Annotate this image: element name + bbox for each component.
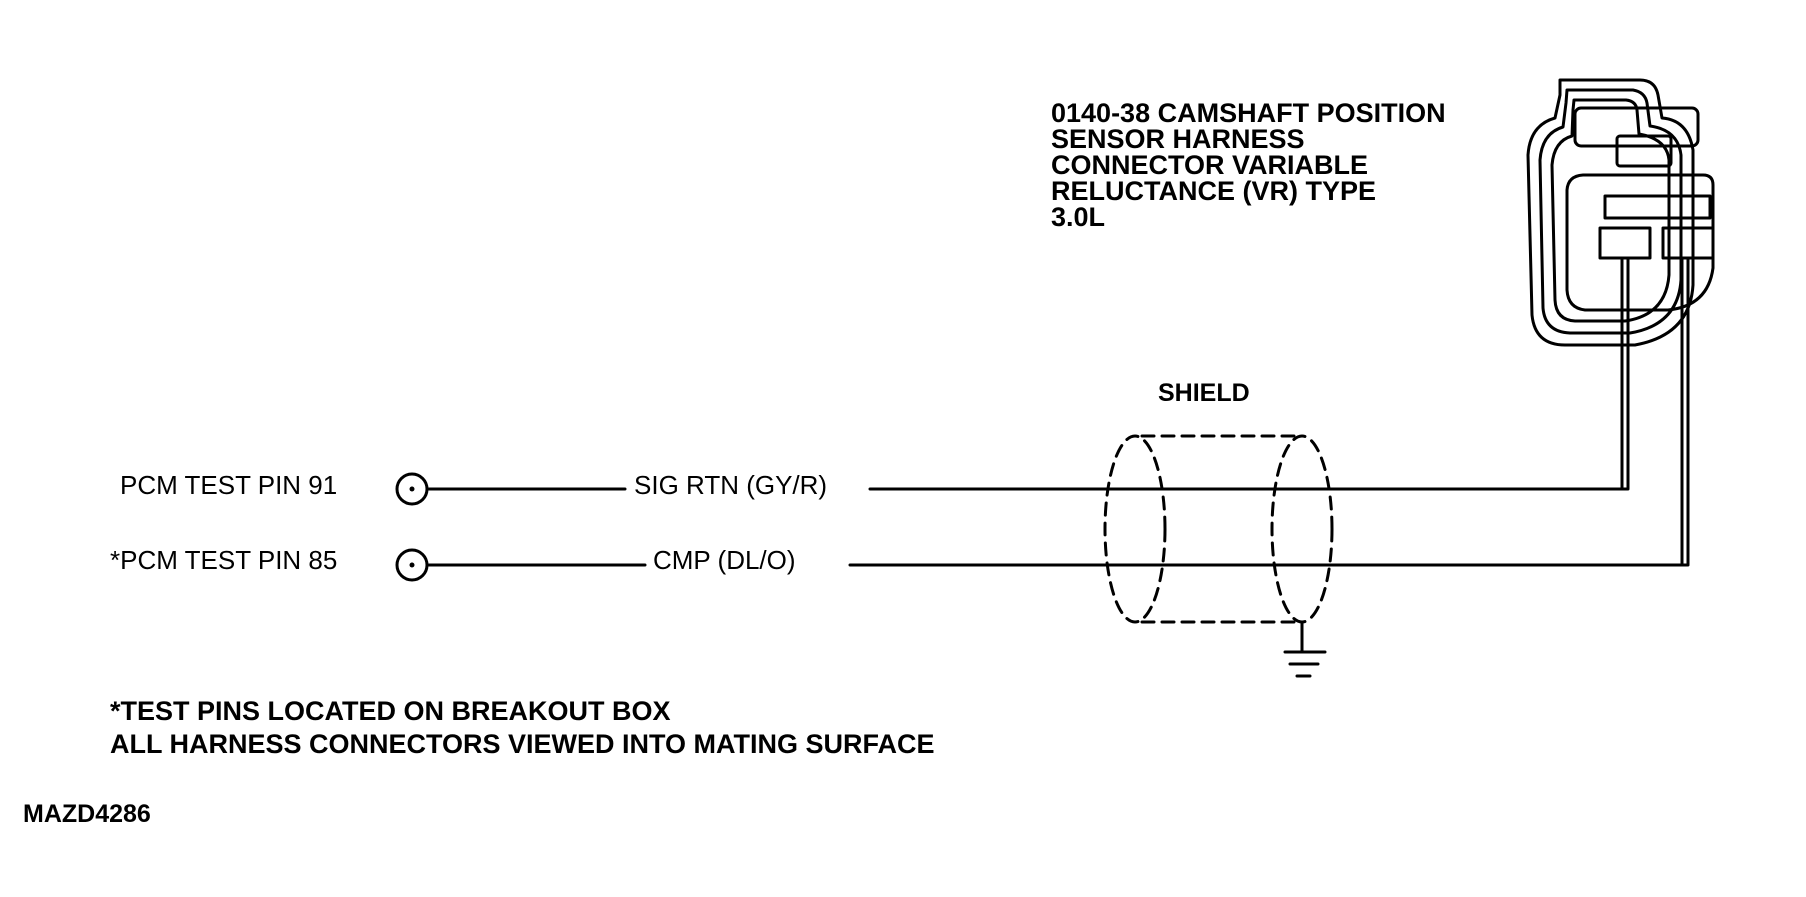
wire-sig-rtn	[426, 256, 1630, 491]
connector-title-line: 0140-38 CAMSHAFT POSITION	[1051, 98, 1446, 128]
test-pin-91-label: PCM TEST PIN 91	[120, 470, 338, 500]
connector-latch-outer	[1573, 106, 1700, 148]
test-pin-85-symbol	[395, 548, 429, 582]
diagram-notes: *TEST PINS LOCATED ON BREAKOUT BOX ALL H…	[110, 695, 935, 761]
note-line: ALL HARNESS CONNECTORS VIEWED INTO MATIN…	[110, 729, 935, 759]
connector-title-line: CONNECTOR VARIABLE	[1051, 150, 1369, 180]
connector-shell-4	[1565, 173, 1715, 312]
shield-label: SHIELD	[1158, 379, 1250, 407]
connector-title-line: RELUCTANCE (VR) TYPE	[1051, 176, 1377, 206]
connector-shell-3	[1550, 98, 1671, 323]
wire-cmp	[426, 256, 1690, 567]
connector-terminal-1	[1598, 226, 1652, 260]
wire-cmp-label: CMP (DL/O)	[653, 545, 796, 575]
connector-title-line: SENSOR HARNESS	[1051, 124, 1305, 154]
connector-outer-shell	[1526, 78, 1695, 347]
shield-cylinder	[1103, 434, 1334, 624]
camshaft-sensor-connector	[1526, 78, 1715, 347]
figure-id: MAZD4286	[23, 800, 151, 828]
connector-title: 0140-38 CAMSHAFT POSITION SENSOR HARNESS…	[1051, 98, 1446, 232]
test-pin-85-label: *PCM TEST PIN 85	[110, 545, 338, 575]
shield-ground	[1283, 620, 1327, 678]
connector-shell-2	[1538, 88, 1683, 335]
test-pin-91-symbol	[395, 472, 429, 506]
note-line: *TEST PINS LOCATED ON BREAKOUT BOX	[110, 696, 671, 726]
connector-key-slot	[1603, 194, 1712, 220]
wire-sig-rtn-label: SIG RTN (GY/R)	[634, 470, 828, 500]
connector-latch-inner	[1615, 134, 1673, 168]
connector-title-line: 3.0L	[1051, 202, 1106, 232]
